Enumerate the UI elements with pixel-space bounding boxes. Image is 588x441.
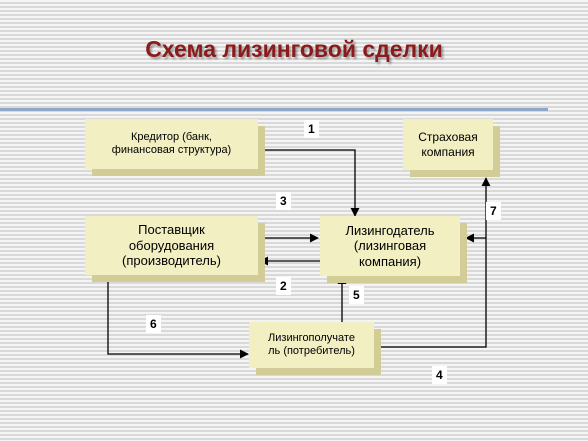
lessor-line-3: компания) [358,253,422,269]
step-number-2: 2 [276,277,291,295]
lessee-line-2: ль (потребитель) [268,345,355,357]
arrow-supplier-to-lessee [107,275,249,359]
lessee-box: Лизингополучате ль (потребитель) [249,322,374,368]
insurance-line-2: компания [421,144,475,159]
supplier-box: Поставщик оборудования (производитель) [85,216,258,275]
creditor-line-1: Кредитор (банк, [131,130,212,143]
step-number-5: 5 [349,286,364,304]
lessee-line-1: Лизингополучате [268,331,355,344]
step-number-3: 3 [276,192,291,210]
arrow-lessee-to-lessor-right [378,233,487,348]
supplier-line-3: (производитель) [122,253,221,269]
diagram-title: Схема лизинговой сделки [145,36,443,62]
step-number-4: 4 [432,366,447,384]
supplier-line-1: Поставщик [138,222,205,238]
lessor-line-1: Лизингодатель [345,222,435,238]
title-underline [0,108,548,111]
step-number-7: 7 [486,202,501,220]
step-number-6: 6 [146,315,161,333]
creditor-line-2: финансовая структура) [111,144,232,156]
lessor-box: Лизингодатель (лизинговая компания) [320,216,460,276]
insurance-line-1: Страховая [418,130,478,145]
arrow-creditor-to-lessor [258,149,360,217]
supplier-line-2: оборудования [128,237,215,253]
creditor-box: Кредитор (банк, финансовая структура) [85,119,258,169]
step-number-1: 1 [304,120,319,138]
insurance-box: Страховая компания [403,119,493,170]
lessor-line-2: (лизинговая [353,238,427,254]
